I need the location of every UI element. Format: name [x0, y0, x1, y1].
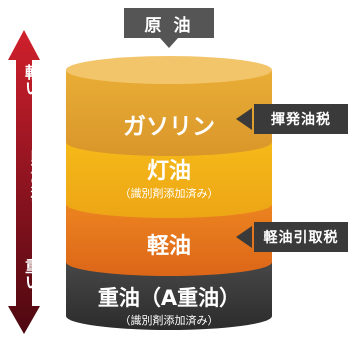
kerosene-label: 灯油	[146, 159, 191, 184]
gasoline-tax-label: 揮発油税	[254, 104, 348, 134]
light-weight-label: 軽い	[22, 64, 41, 96]
heavy-oil-layer	[66, 262, 272, 330]
down-arrow-icon	[160, 38, 178, 48]
crude-oil-label: 原 油	[124, 8, 214, 38]
specific-gravity-label: 比重の違い	[29, 150, 43, 210]
tax-pointer-2	[236, 226, 252, 248]
heavy-weight-label: 重い	[22, 258, 41, 290]
tax-pointer-1	[236, 108, 252, 130]
heavy-oil-label: 重油（A重油）	[97, 286, 241, 310]
gasoline-label: ガソリン	[123, 114, 215, 140]
gasoline-layer	[66, 56, 272, 156]
kerosene-layer	[66, 142, 272, 218]
weight-arrow	[8, 30, 40, 334]
light-oil-layer	[66, 204, 272, 276]
light-oil-tax-label: 軽油引取税	[254, 222, 348, 252]
heavy-oil-note: （識別剤添加済み）	[119, 314, 219, 327]
light-oil-label: 軽油	[146, 234, 191, 259]
kerosene-note: （識別剤添加済み）	[119, 187, 219, 200]
